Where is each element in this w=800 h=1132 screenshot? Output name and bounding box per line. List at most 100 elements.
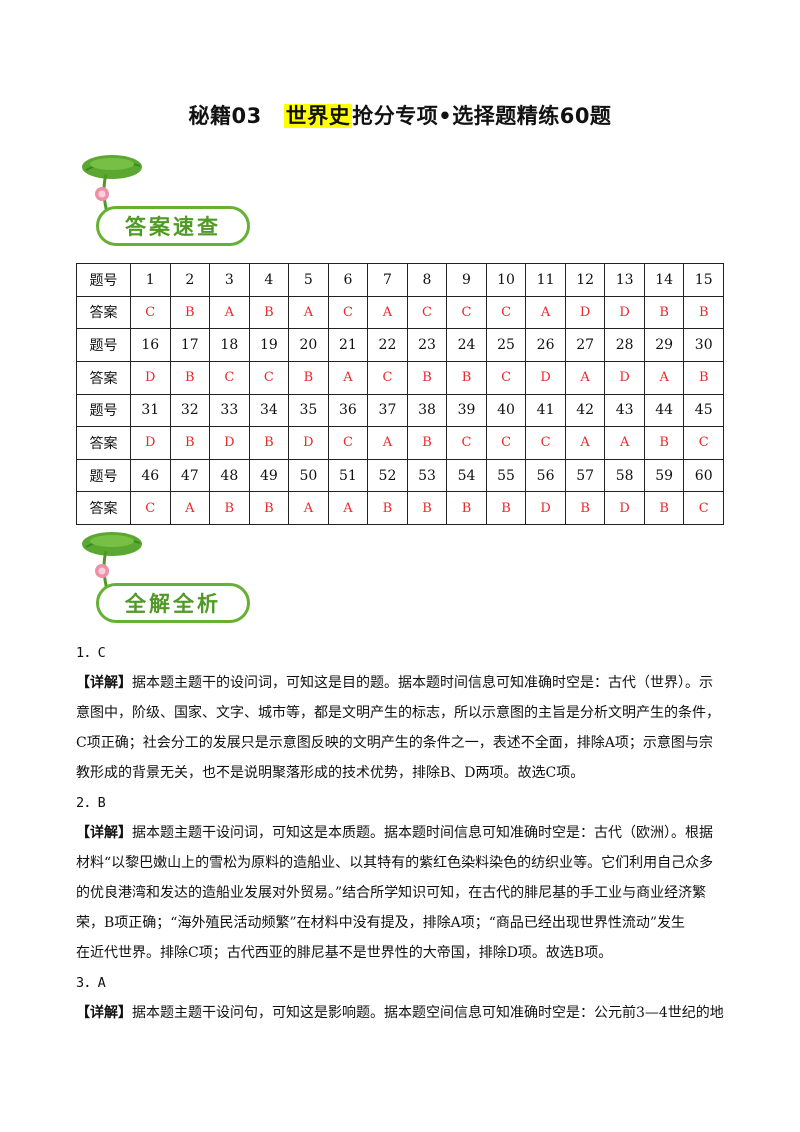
explanation-text: 的优良港湾和发达的造船业发展对外贸易。”结合所学知识可知，在古代的腓尼基的手工业… bbox=[76, 885, 707, 901]
answer-cell: A bbox=[169, 491, 211, 525]
question-number-cell: 20 bbox=[288, 328, 329, 362]
question-number-cell: 2 bbox=[169, 263, 211, 297]
question-number-cell: 53 bbox=[406, 458, 448, 493]
explanation-line: 材料“以黎巴嫩山上的雪松为原料的造船业、以其特有的紫红色染料染色的纺织业等。它们… bbox=[76, 848, 732, 878]
question-number-cell: 48 bbox=[209, 458, 250, 493]
question-number-cell: 60 bbox=[683, 458, 724, 493]
answer-cell: B bbox=[683, 295, 724, 330]
answer-cell: D bbox=[130, 426, 171, 460]
explanation-line: C项正确；社会分工的发展只是示意图反映的文明产生的条件之一，表述不全面，排除A项… bbox=[76, 728, 732, 758]
answer-cell: C bbox=[485, 426, 527, 460]
question-number-cell: 9 bbox=[446, 263, 487, 297]
answer-cell: C bbox=[485, 360, 527, 395]
question-number-cell: 30 bbox=[683, 328, 724, 362]
question-number-cell: 31 bbox=[130, 393, 171, 428]
answer-cell: C bbox=[485, 295, 527, 330]
explanation-text: 据本题主题干的设问词，可知这是目的题。据本题时间信息可知准确时空是：古代（世界）… bbox=[132, 675, 713, 691]
answer-cell: B bbox=[683, 360, 724, 395]
explanation-line: 的优良港湾和发达的造船业发展对外贸易。”结合所学知识可知，在古代的腓尼基的手工业… bbox=[76, 878, 732, 908]
answer-cell: B bbox=[248, 295, 290, 330]
detail-tag: 【详解】 bbox=[76, 675, 132, 691]
answer-cell: B bbox=[367, 491, 408, 525]
answer-cell: C bbox=[525, 426, 566, 460]
explanation-line: 荣，B项正确；“海外殖民活动频繁”在材料中没有提及，排除A项；“商品已经出现世界… bbox=[76, 908, 732, 938]
title-suffix: 抢分专项•选择题精练60题 bbox=[352, 104, 612, 128]
answer-cell: D bbox=[604, 360, 645, 395]
answer-cell: B bbox=[406, 491, 448, 525]
question-number-cell: 46 bbox=[130, 458, 171, 493]
question-number-cell: 21 bbox=[327, 328, 369, 362]
question-number-cell: 37 bbox=[367, 393, 408, 428]
explanation-text: 荣，B项正确；“海外殖民活动频繁”在材料中没有提及，排除A项；“商品已经出现世界… bbox=[76, 915, 686, 931]
answer-cell: B bbox=[406, 360, 448, 395]
answer-cell: D bbox=[604, 295, 645, 330]
answer-cell: B bbox=[209, 491, 250, 525]
answer-label-cell: 答案 bbox=[76, 295, 131, 330]
answer-cell: A bbox=[564, 360, 606, 395]
question-number-cell: 43 bbox=[604, 393, 645, 428]
answer-label-cell: 答案 bbox=[76, 360, 131, 395]
explanation-line: 【详解】据本题主题干设问句，可知这是影响题。据本题空间信息可知准确时空是：公元前… bbox=[76, 998, 732, 1028]
answer-cell: C bbox=[248, 360, 290, 395]
answer-cell: A bbox=[327, 360, 369, 395]
question-number-cell: 1 bbox=[130, 263, 171, 297]
question-number-cell: 11 bbox=[525, 263, 566, 297]
question-number-cell: 49 bbox=[248, 458, 290, 493]
question-number-cell: 29 bbox=[643, 328, 685, 362]
question-number-cell: 25 bbox=[485, 328, 527, 362]
answer-cell: B bbox=[248, 426, 290, 460]
answer-cell: A bbox=[564, 426, 606, 460]
title-prefix: 秘籍03 bbox=[188, 104, 262, 128]
question-number-cell: 33 bbox=[209, 393, 250, 428]
question-number-cell: 51 bbox=[327, 458, 369, 493]
question-number-cell: 38 bbox=[406, 393, 448, 428]
question-number-cell: 8 bbox=[406, 263, 448, 297]
answer-label-cell: 答案 bbox=[76, 426, 131, 460]
explanation-text: 意图中，阶级、国家、文字、城市等，都是文明产生的标志，所以示意图的主旨是分析文明… bbox=[76, 705, 720, 721]
answer-cell: B bbox=[169, 360, 211, 395]
question-number-cell: 44 bbox=[643, 393, 685, 428]
question-number-cell: 18 bbox=[209, 328, 250, 362]
answer-cell: B bbox=[169, 295, 211, 330]
question-number-cell: 3 bbox=[209, 263, 250, 297]
answer-cell: D bbox=[604, 491, 645, 525]
question-number-cell: 22 bbox=[367, 328, 408, 362]
question-number-cell: 10 bbox=[485, 263, 527, 297]
question-number-cell: 41 bbox=[525, 393, 566, 428]
question-answer-heading: 3．A bbox=[76, 975, 106, 991]
explanation-line: 【详解】据本题主题干设问词，可知这是本质题。据本题时间信息可知准确时空是：古代（… bbox=[76, 818, 732, 848]
explanation-text: 在近代世界。排除C项；古代西亚的腓尼基不是世界性的大帝国，排除D项。故选B项。 bbox=[76, 945, 613, 961]
answer-cell: C bbox=[446, 295, 487, 330]
question-number-cell: 26 bbox=[525, 328, 566, 362]
question-number-cell: 36 bbox=[327, 393, 369, 428]
answer-cell: C bbox=[683, 491, 724, 525]
question-number-cell: 15 bbox=[683, 263, 724, 297]
answer-cell: A bbox=[367, 295, 408, 330]
answer-cell: B bbox=[169, 426, 211, 460]
answer-cell: B bbox=[643, 491, 685, 525]
explanation-line: 【详解】据本题主题干的设问词，可知这是目的题。据本题时间信息可知准确时空是：古代… bbox=[76, 668, 732, 698]
answer-cell: C bbox=[683, 426, 724, 460]
answer-cell: D bbox=[525, 360, 566, 395]
question-number-cell: 32 bbox=[169, 393, 211, 428]
answer-cell: A bbox=[209, 295, 250, 330]
question-label-cell: 题号 bbox=[76, 328, 131, 362]
explanation-line: 在近代世界。排除C项；古代西亚的腓尼基不是世界性的大帝国，排除D项。故选B项。 bbox=[76, 938, 732, 968]
question-number-cell: 6 bbox=[327, 263, 369, 297]
answer-cell: B bbox=[248, 491, 290, 525]
question-answer-heading: 1．C bbox=[76, 645, 106, 661]
answer-cell: B bbox=[643, 295, 685, 330]
answer-cell: C bbox=[130, 295, 171, 330]
answer-cell: B bbox=[564, 491, 606, 525]
question-number-cell: 4 bbox=[248, 263, 290, 297]
answer-cell: D bbox=[288, 426, 329, 460]
detail-tag: 【详解】 bbox=[76, 1005, 132, 1021]
question-number-cell: 54 bbox=[446, 458, 487, 493]
question-number-cell: 12 bbox=[564, 263, 606, 297]
